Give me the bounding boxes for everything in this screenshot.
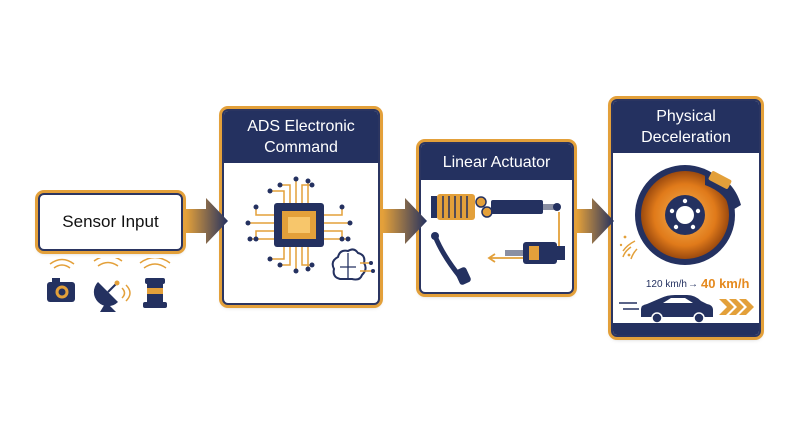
actuator-illustration	[431, 194, 565, 285]
radar-dish-icon	[93, 258, 131, 312]
linear-actuator-card: Linear Actuator	[419, 142, 574, 294]
decel-title-line1: Physical	[656, 108, 716, 125]
camera-icon	[47, 258, 75, 302]
linear-actuator-title: Linear Actuator	[442, 153, 551, 171]
hydraulic-cylinder-icon	[505, 242, 565, 264]
physical-deceleration-header: Physical Deceleration	[613, 101, 759, 153]
ads-illustration	[245, 176, 375, 281]
lidar-icon	[139, 258, 171, 308]
chevron-right-icon	[719, 299, 754, 315]
sensor-icons	[47, 258, 171, 312]
brake-disc-icon	[619, 165, 741, 265]
car-icon	[641, 295, 713, 324]
speed-to-label: 40 km/h	[701, 276, 749, 291]
ads-title-line2: Command	[264, 139, 338, 156]
brake-pedal-icon	[431, 232, 471, 285]
speed-from-label: 120 km/h	[646, 279, 687, 290]
sensor-input-box: Sensor Input	[38, 193, 183, 251]
speed-arrow-label: →	[688, 279, 698, 290]
ads-title-line1: ADS Electronic	[247, 118, 355, 135]
sensor-input-label: Sensor Input	[62, 212, 159, 231]
arrow-actuator-to-decel	[577, 198, 614, 244]
decel-illustration: 120 km/h → 40 km/h	[613, 165, 759, 335]
ads-command-card: ADS Electronic Command	[222, 109, 380, 305]
actuator-motor-icon	[431, 194, 561, 220]
speed-lines	[619, 302, 639, 310]
brain-icon	[331, 248, 375, 281]
chip-icon	[245, 176, 353, 274]
physical-deceleration-card: Physical Deceleration	[611, 99, 761, 337]
decel-title-line2: Deceleration	[641, 129, 731, 146]
ads-command-header: ADS Electronic Command	[224, 111, 378, 163]
linear-actuator-header: Linear Actuator	[421, 144, 572, 180]
